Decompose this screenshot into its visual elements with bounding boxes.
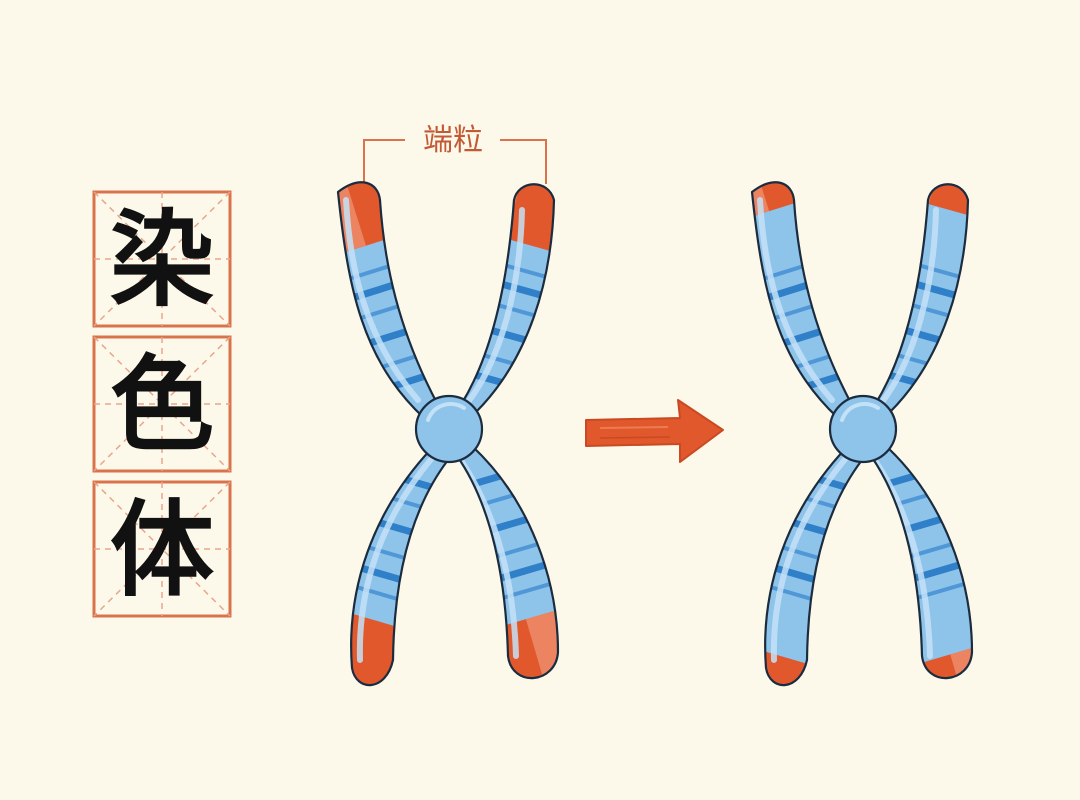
arm-fill [765,448,862,686]
arm-outline [460,183,556,414]
centromere-highlight [840,402,880,422]
telomere-sheen [525,605,558,679]
title-box-1: 染 [92,190,232,328]
arm-outline [336,181,440,420]
chromosome-arm-ur [460,183,556,414]
title-box-3: 体 [92,480,232,618]
arm-outline [764,446,864,687]
arm-outline [350,446,450,687]
arm-outline [455,444,560,680]
telomere-label: 端粒 [423,123,483,158]
title-char-3: 体 [110,489,214,611]
arm-highlight [757,197,835,403]
arm-highlight [465,207,525,405]
telomere-bracket: 端粒 [363,123,547,184]
title-grid: 染 色 体 [92,190,232,618]
telomere-cap [882,184,968,224]
arm-outline [750,181,854,420]
arm-highlight [879,207,939,405]
chromosome-arm-lr [455,444,560,680]
centromere-highlight [426,402,466,422]
telomere-cap [881,640,972,679]
chromosome-arm-ll [350,446,450,687]
telomere-cap [765,643,852,686]
title-char-1: 染 [110,199,214,321]
chromosome-short-telomeres [750,181,974,687]
arm-highlight [343,197,421,403]
telomere-cap [351,608,448,686]
title-box-2: 色 [92,335,232,473]
arm-outline [874,183,970,414]
chromosome-arm-ul [750,181,854,420]
chromosome-arm-ur [874,183,970,414]
telomere-sheen [950,640,972,679]
chromosome-long-telomeres [336,181,560,687]
chromosome-arm-lr [869,444,974,680]
arm-highlight [873,459,933,659]
chromosome-arm-ul [336,181,440,420]
right-arrow-icon [585,399,724,463]
arm-highlight [356,455,435,663]
title-char-2: 色 [110,344,214,466]
arm-outline [869,444,974,680]
arm-highlight [770,455,849,663]
chromosome-arm-ll [764,446,864,687]
arm-highlight [459,459,519,659]
arm-fill [752,182,852,418]
telomere-cap [752,182,838,226]
